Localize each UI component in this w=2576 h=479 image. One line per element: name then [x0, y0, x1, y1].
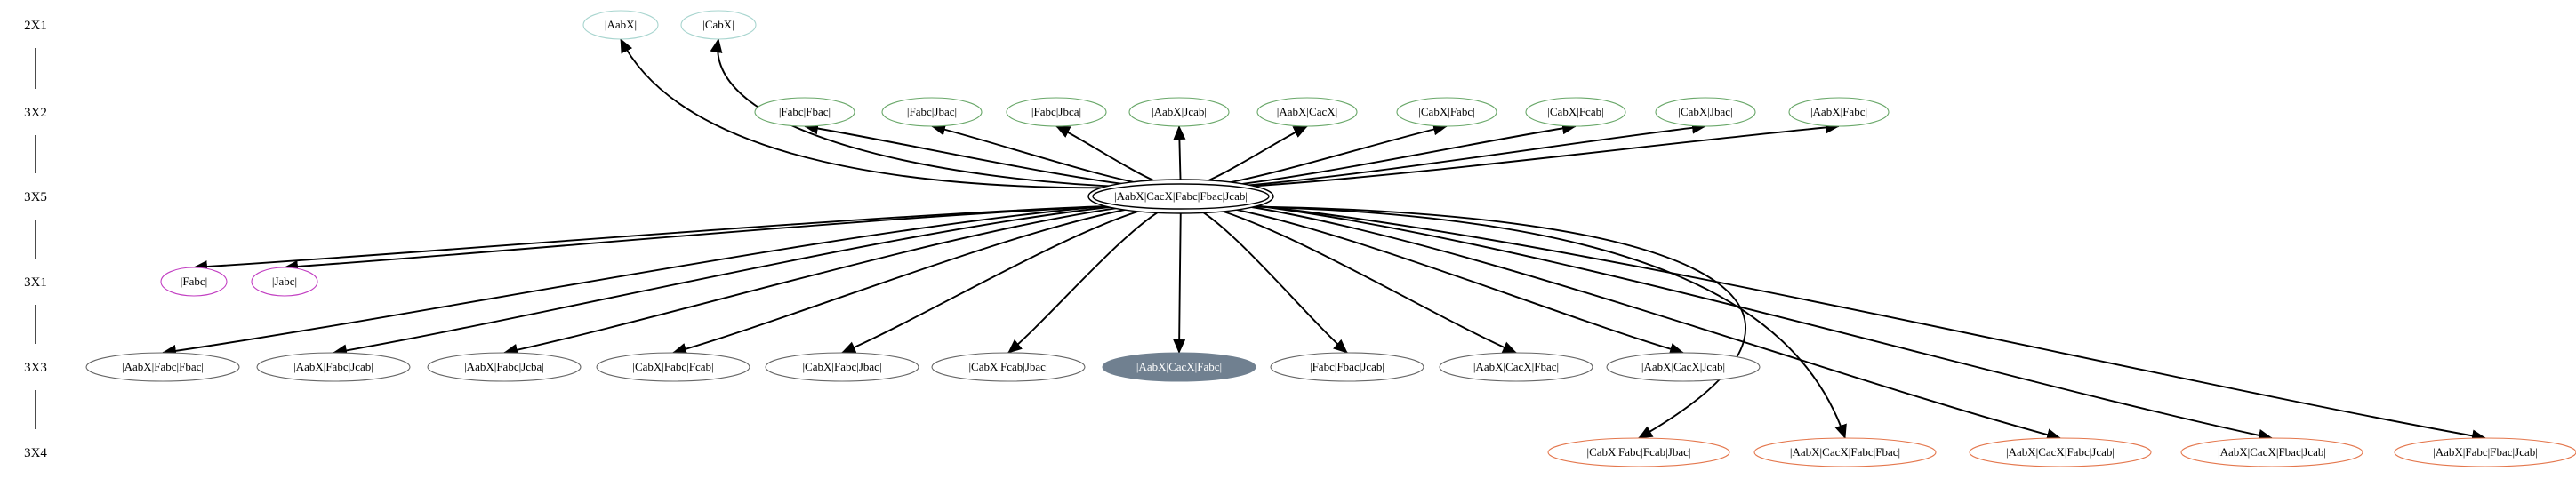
- edge-to-cabx-fabc-fcab: [672, 205, 1144, 355]
- edge-to-fabc: [193, 205, 1108, 274]
- edge-to-aabx-cacx-fbac-jcab: [1259, 205, 2273, 442]
- rank-label-3x3: 3X3: [24, 361, 47, 375]
- node-aabx-cacx-jcab[interactable]: |AabX|CacX|Jcab|: [1606, 352, 1761, 382]
- edge-to-cabx-fcab: [1209, 122, 1577, 188]
- edge-to-cabx-fabc-jbac: [841, 205, 1156, 354]
- node-fabc-jbac[interactable]: |Fabc|Jbac|: [881, 97, 983, 127]
- edge-to-fabc-fbac-jcab: [1192, 205, 1348, 354]
- rank-axis: 2X1 3X2 3X5 3X1 3X3 3X4: [24, 19, 47, 460]
- node-jabc[interactable]: |Jabc|: [251, 267, 318, 297]
- edge-to-aabx-cacx-jcab: [1217, 205, 1684, 355]
- node-aabx-fabc-jcab[interactable]: |AabX|Fabc|Jcab|: [256, 352, 411, 382]
- node-label: |AabX|CacX|Fabc|Fbac|Jcab|: [1114, 189, 1248, 203]
- edge-to-aabx-cacx-fbac: [1205, 205, 1517, 354]
- node-label: |AabX|CacX|Jcab|: [1641, 360, 1725, 373]
- node-aabx-fabc-jcba[interactable]: |AabX|Fabc|Jcba|: [427, 352, 582, 382]
- edge-to-aabx-fabc-fbac-jcab: [1259, 205, 2486, 443]
- node-aabx-fabc-fbac[interactable]: |AabX|Fabc|Fbac|: [85, 352, 240, 382]
- edge-to-fabc-fbac: [804, 122, 1153, 188]
- rank-label-3x5: 3X5: [24, 190, 47, 204]
- node-label: |AabX|: [605, 18, 637, 31]
- node-label: |AabX|Jcab|: [1152, 105, 1207, 118]
- node-cabx-fabc-fcab[interactable]: |CabX|Fabc|Fcab|: [596, 352, 750, 382]
- node-aabx-cacx[interactable]: |AabX|CacX|: [1256, 97, 1358, 127]
- node-label: |CabX|Fcab|Jbac|: [968, 360, 1047, 373]
- node-cabx-jbac[interactable]: |CabX|Jbac|: [1655, 97, 1756, 127]
- node-label: |Fabc|Jbca|: [1031, 105, 1081, 118]
- node-label: |CabX|Jbac|: [1678, 105, 1732, 118]
- node-label: |CabX|: [702, 18, 734, 31]
- node-label: |Fabc|: [181, 275, 207, 288]
- edge-to-aabx-cacx-fabc: [1173, 205, 1186, 354]
- node-label: |CabX|Fabc|: [1418, 105, 1474, 118]
- node-label: |CabX|Fabc|Fcab|: [632, 360, 713, 373]
- edge-to-aabx-fabc-fbac: [162, 205, 1106, 357]
- node-cabx-fabc[interactable]: |CabX|Fabc|: [1396, 97, 1497, 127]
- node-label: |Jabc|: [272, 275, 297, 288]
- node-layer: |AabX|CacX|Fabc|Fbac|Jcab| |AabX| |CabX| |F…: [85, 10, 2576, 467]
- node-cabx-fcab-jbac[interactable]: |CabX|Fcab|Jbac|: [931, 352, 1086, 382]
- node-label: |CabX|Fabc|Jbac|: [802, 360, 881, 373]
- edge-to-jabc: [284, 205, 1115, 273]
- node-cabx-fcab[interactable]: |CabX|Fcab|: [1525, 97, 1626, 127]
- node-cabx-fabc-jbac[interactable]: |CabX|Fabc|Jbac|: [765, 352, 919, 382]
- node-label: |AabX|CacX|Fabc|Fbac|: [1790, 445, 1900, 459]
- edge-to-aabx-jcab: [1173, 125, 1186, 188]
- node-aabx-cacx-fbac[interactable]: |AabX|CacX|Fbac|: [1439, 352, 1593, 382]
- node-label: |Fabc|Fbac|: [779, 105, 831, 118]
- node-label: |AabX|CacX|Fbac|: [1473, 360, 1559, 373]
- node-aabx-cacx-fbac-jcab[interactable]: |AabX|CacX|Fbac|Jcab|: [2180, 437, 2363, 467]
- edge-to-cabx: [710, 38, 1147, 188]
- node-label: |AabX|CacX|Fabc|: [1136, 360, 1222, 373]
- rank-label-3x1: 3X1: [24, 275, 47, 290]
- node-fabc-fbac[interactable]: |Fabc|Fbac|: [754, 97, 855, 127]
- rank-label-2x1: 2X1: [24, 19, 47, 33]
- node-label: |CabX|Fcab|: [1547, 105, 1603, 118]
- node-aabx-cacx-fabc-jcab[interactable]: |AabX|CacX|Fabc|Jcab|: [1969, 437, 2152, 467]
- node-label: |AabX|CacX|Fbac|Jcab|: [2218, 445, 2326, 459]
- node-fabc[interactable]: |Fabc|: [160, 267, 228, 297]
- edge-to-aabx-fabc-jcba: [503, 205, 1131, 356]
- node-aabx-jcab[interactable]: |AabX|Jcab|: [1128, 97, 1230, 127]
- node-label: |AabX|Fabc|Jcab|: [293, 360, 373, 373]
- node-label: |AabX|Fabc|Fbac|Jcab|: [2433, 445, 2538, 459]
- edge-to-aabx-fabc: [1229, 121, 1840, 188]
- edge-to-aabx-cacx-fabc-jcab: [1246, 205, 2061, 441]
- node-label: |CabX|Fabc|Fcab|Jbac|: [1587, 445, 1691, 459]
- node-aabx[interactable]: |AabX|: [582, 10, 659, 40]
- node-label: |Fabc|Jbac|: [907, 105, 957, 118]
- edge-to-aabx-fabc-jcab: [333, 205, 1119, 357]
- node-fabc-jbca[interactable]: |Fabc|Jbca|: [1006, 97, 1107, 127]
- node-label: |AabX|Fabc|: [1810, 105, 1867, 118]
- node-aabx-cacx-fabc-fbac[interactable]: |AabX|CacX|Fabc|Fbac|: [1753, 437, 1937, 467]
- node-label: |AabX|CacX|Fabc|Jcab|: [2006, 445, 2115, 459]
- node-label: |AabX|Fabc|Fbac|: [122, 360, 204, 373]
- edge-to-aabx-cacx-fabc-fbac: [1230, 205, 1847, 439]
- node-cabx[interactable]: |CabX|: [680, 10, 757, 40]
- node-aabx-fabc-fbac-jcab[interactable]: |AabX|Fabc|Fbac|Jcab|: [2394, 437, 2576, 467]
- node-label: |AabX|CacX|: [1277, 105, 1337, 118]
- rank-label-3x4: 3X4: [24, 446, 47, 460]
- node-aabx-fabc[interactable]: |AabX|Fabc|: [1788, 97, 1890, 127]
- node-label: |AabX|Fabc|Jcba|: [464, 360, 544, 373]
- node-cabx-fabc-fcab-jbac[interactable]: |CabX|Fabc|Fcab|Jbac|: [1547, 437, 1730, 467]
- node-aabx-cacx-fabc[interactable]: |AabX|CacX|Fabc|: [1102, 352, 1256, 382]
- edge-to-cabx-jbac: [1219, 121, 1706, 188]
- node-label: |Fabc|Fbac|Jcab|: [1310, 360, 1384, 373]
- edge-to-aabx: [620, 38, 1140, 189]
- node-fabc-fbac-jcab[interactable]: |Fabc|Fbac|Jcab|: [1270, 352, 1424, 382]
- node-center[interactable]: |AabX|CacX|Fabc|Fbac|Jcab|: [1087, 179, 1274, 214]
- rank-label-3x2: 3X2: [24, 106, 47, 120]
- edge-to-cabx-fcab-jbac: [1007, 205, 1169, 354]
